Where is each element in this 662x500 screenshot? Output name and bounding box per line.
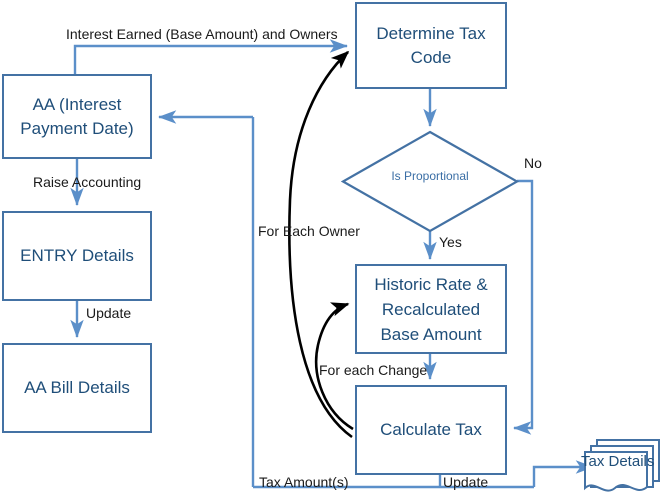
connector-for-each-change [314, 302, 354, 431]
node-determine-tax-code[interactable]: Determine Tax Code [355, 2, 507, 89]
node-entry-details[interactable]: ENTRY Details [2, 211, 152, 301]
edge-label-for-each-owner: For Each Owner [258, 223, 360, 240]
edge-label-text: Tax Amount(s) [259, 474, 349, 490]
edge-label-update-bottom: Update [443, 474, 488, 491]
edge-label-text: For Each Owner [258, 223, 360, 239]
connector-interest-earned [73, 39, 348, 74]
edge-label-update-left: Update [86, 305, 131, 322]
edge-label-raise-accounting: Raise Accounting [33, 174, 141, 191]
edge-label-text: For each Change [319, 362, 428, 378]
node-aa-interest-payment-date[interactable]: AA (Interest Payment Date) [2, 74, 152, 159]
node-label: AA Bill Details [24, 378, 130, 397]
connector-to-tax-details [532, 460, 594, 487]
node-label: ENTRY Details [20, 246, 134, 265]
node-aa-bill-details[interactable]: AA Bill Details [2, 343, 152, 433]
edge-label-interest-earned: Interest Earned (Base Amount) and Owners [66, 26, 338, 43]
diamond-shape [341, 130, 519, 233]
edge-label-text: Update [86, 305, 132, 321]
decision-text: Is Proportional [391, 169, 469, 183]
edge-label-text: Update [443, 474, 489, 490]
node-label: Determine Tax Code [376, 23, 486, 67]
edge-label-text: No [524, 155, 542, 171]
edge-label-text: Raise Accounting [33, 174, 142, 190]
node-label: Calculate Tax [380, 420, 482, 439]
tax-details-shape-front [584, 451, 648, 492]
node-label: Historic Rate & Recalculated Base Amount [374, 274, 488, 344]
connector-no-branch [513, 179, 534, 435]
edge-label-for-each-change: For each Change [319, 362, 427, 379]
edge-label-text: Yes [439, 234, 462, 250]
tax-details-text: Tax Details [581, 453, 655, 470]
edge-label-tax-amounts: Tax Amount(s) [259, 474, 348, 491]
edge-label-yes: Yes [439, 234, 462, 251]
node-calculate-tax[interactable]: Calculate Tax [355, 385, 507, 475]
node-label: AA (Interest Payment Date) [20, 94, 134, 138]
node-is-proportional[interactable] [341, 130, 519, 233]
node-label-is-proportional: Is Proportional [370, 168, 490, 184]
edge-label-no: No [524, 155, 542, 172]
node-label-tax-details: Tax Details [581, 452, 655, 471]
connector-for-each-owner [288, 50, 353, 439]
edge-label-text: Interest Earned (Base Amount) and Owners [66, 26, 338, 42]
node-historic-rate-recalculated-base-amount[interactable]: Historic Rate & Recalculated Base Amount [355, 264, 507, 354]
